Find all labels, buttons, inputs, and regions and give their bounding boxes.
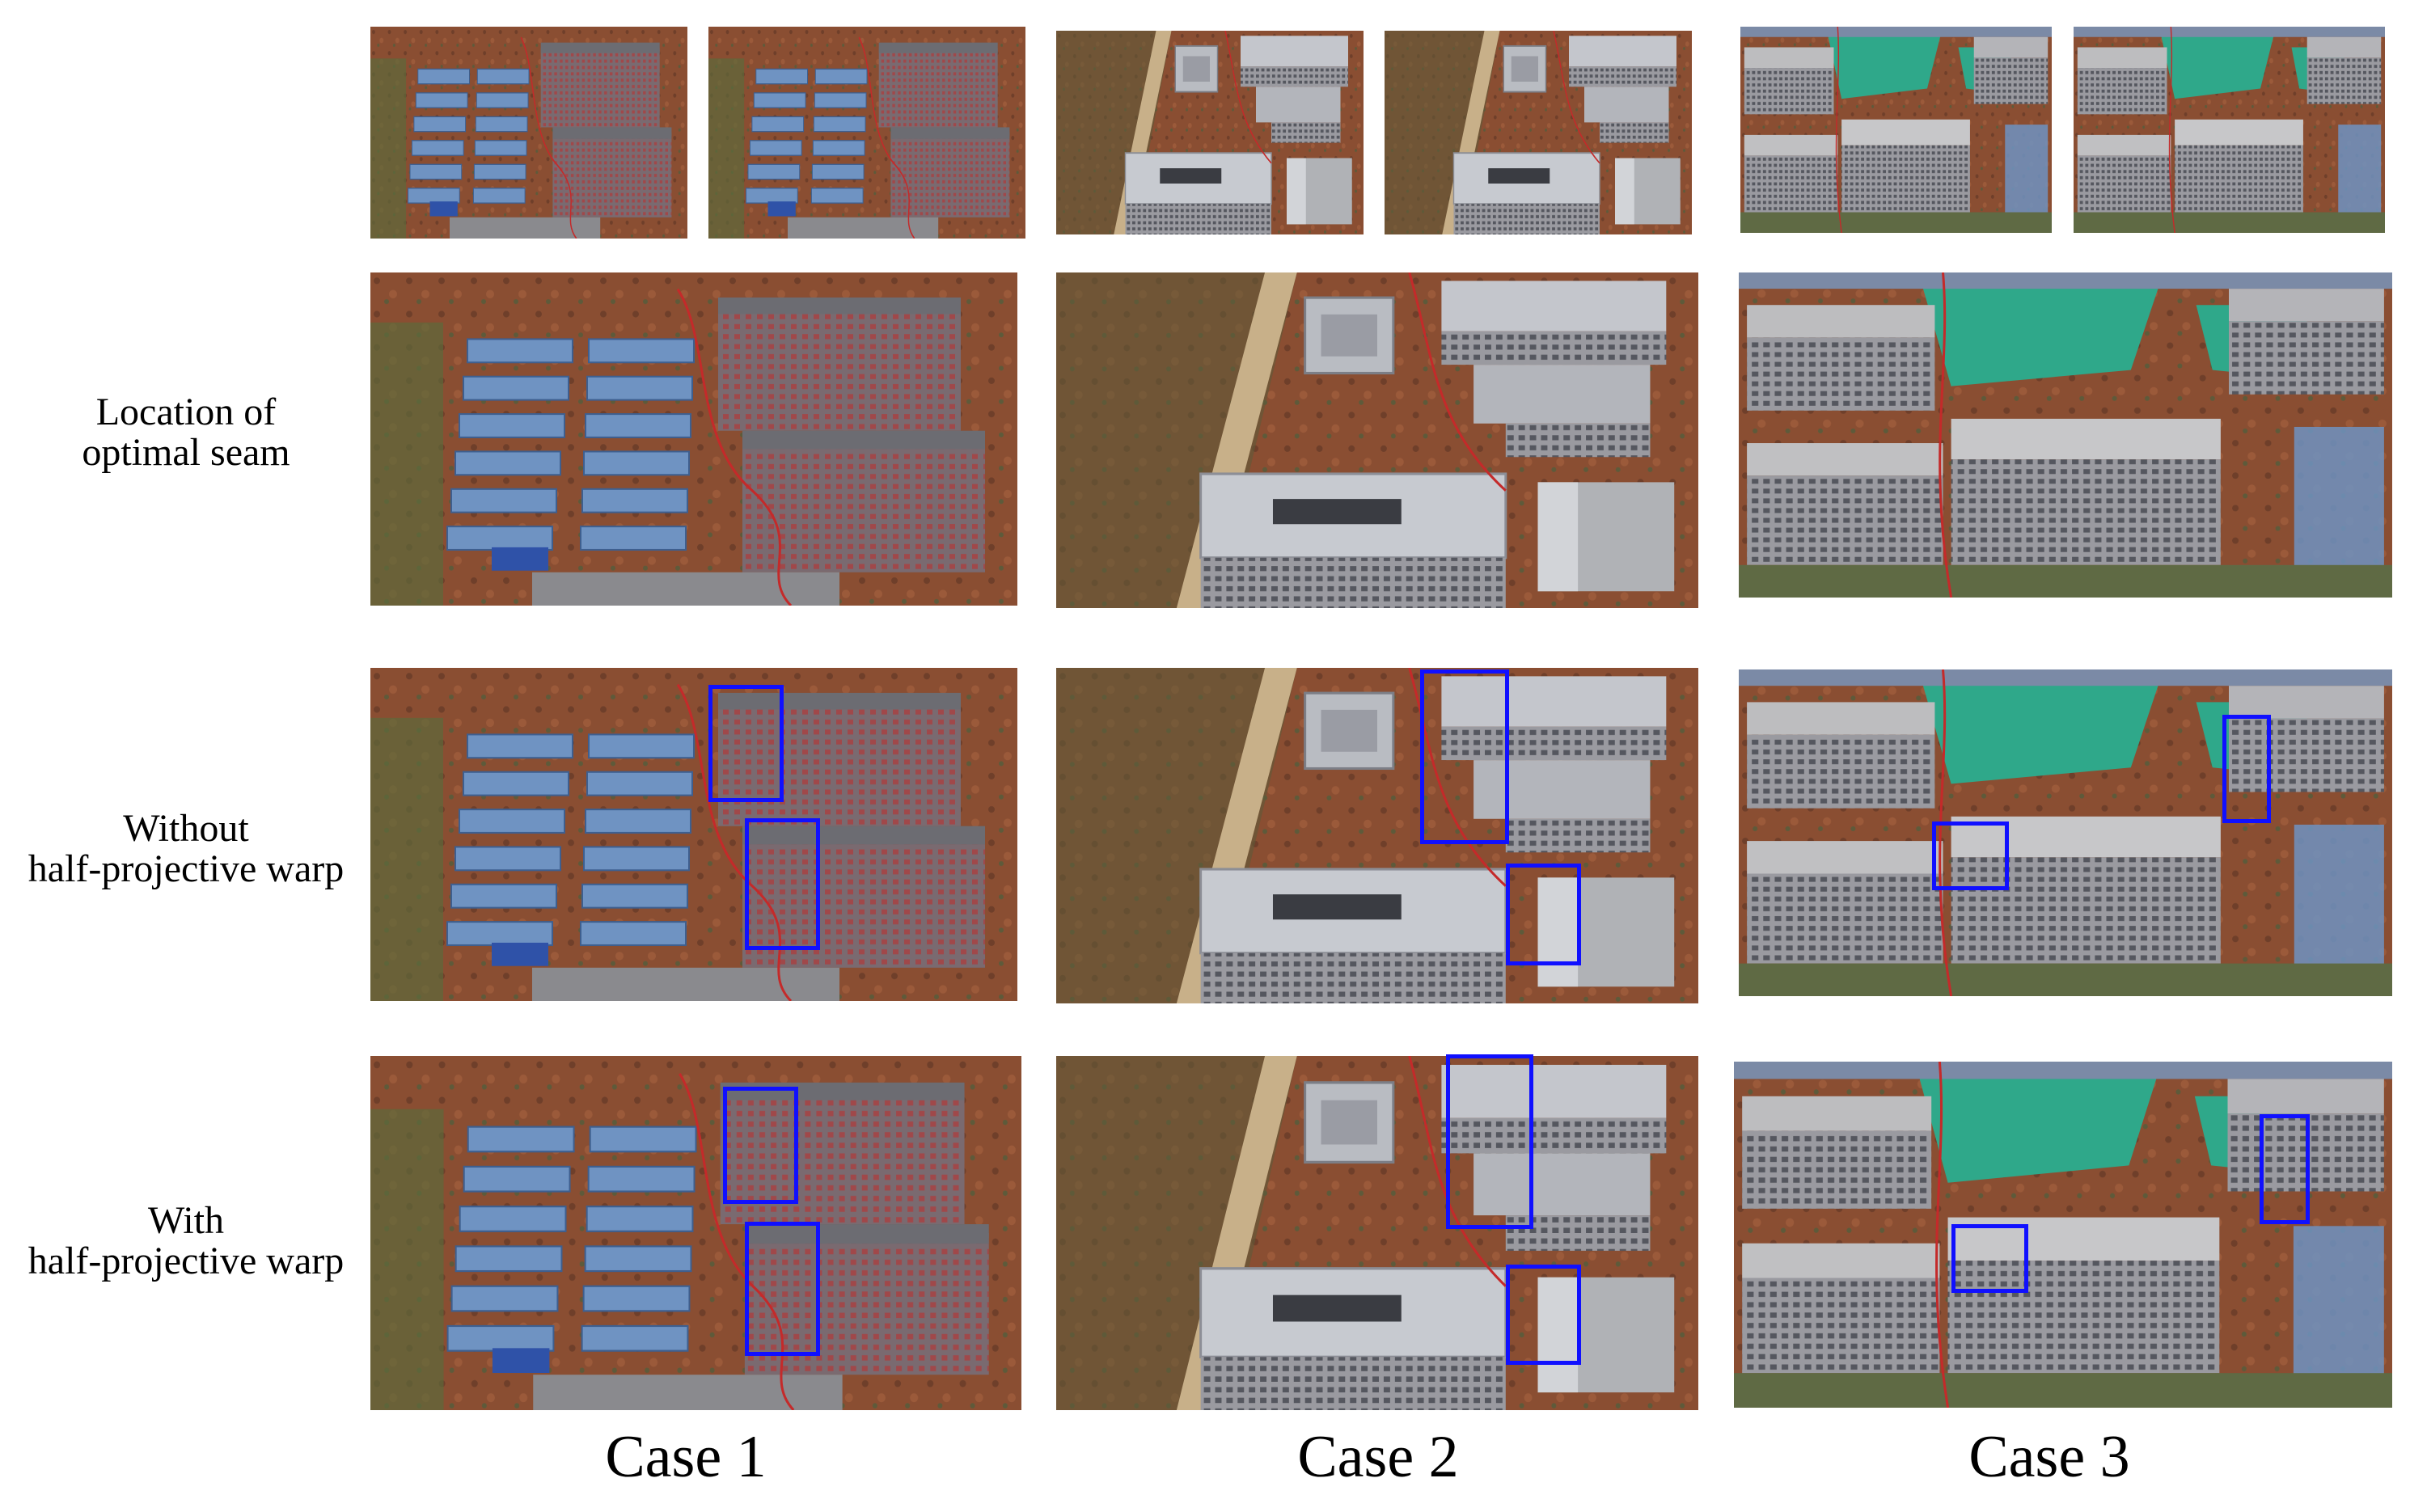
case2-without-highlight-lower	[1506, 864, 1581, 965]
case1-without-warp	[370, 668, 1017, 1001]
case3-input-left	[1740, 27, 2052, 233]
case3-input-right	[2074, 27, 2385, 233]
case3-without-highlight-center	[1932, 821, 2009, 890]
row-label-without-warp: Without half-projective warp	[27, 807, 345, 890]
case2-with-warp	[1056, 1056, 1698, 1410]
case3-with-highlight-right	[2260, 1114, 2310, 1224]
case1-with-warp	[370, 1056, 1021, 1410]
case1-input-left	[370, 27, 687, 239]
case1-with-highlight-lower	[745, 1222, 820, 1356]
case3-with-highlight-center	[1951, 1224, 2028, 1293]
row-label-with-warp: With half-projective warp	[27, 1199, 345, 1282]
case2-without-highlight-upper	[1420, 669, 1509, 844]
case-label-2: Case 2	[1297, 1424, 1459, 1490]
case1-without-highlight-lower	[745, 818, 820, 950]
case1-with-highlight-upper	[723, 1087, 798, 1204]
case-label-3: Case 3	[1968, 1424, 2130, 1490]
case1-seam-result	[370, 272, 1017, 606]
case1-input-right	[708, 27, 1025, 239]
case3-without-warp	[1739, 669, 2392, 996]
case-label-1: Case 1	[605, 1424, 767, 1490]
case3-without-highlight-right	[2222, 715, 2271, 823]
case2-input-right	[1385, 31, 1692, 234]
case2-with-highlight-lower	[1506, 1265, 1581, 1365]
case3-with-warp	[1734, 1062, 2392, 1408]
case3-seam-result	[1739, 272, 2392, 598]
row-label-optimal-seam: Location of optimal seam	[82, 391, 290, 474]
case2-input-left	[1056, 31, 1364, 234]
case2-seam-result	[1056, 272, 1698, 608]
case2-without-warp	[1056, 668, 1698, 1003]
case1-without-highlight-upper	[708, 685, 784, 802]
case2-with-highlight-upper	[1446, 1054, 1533, 1229]
